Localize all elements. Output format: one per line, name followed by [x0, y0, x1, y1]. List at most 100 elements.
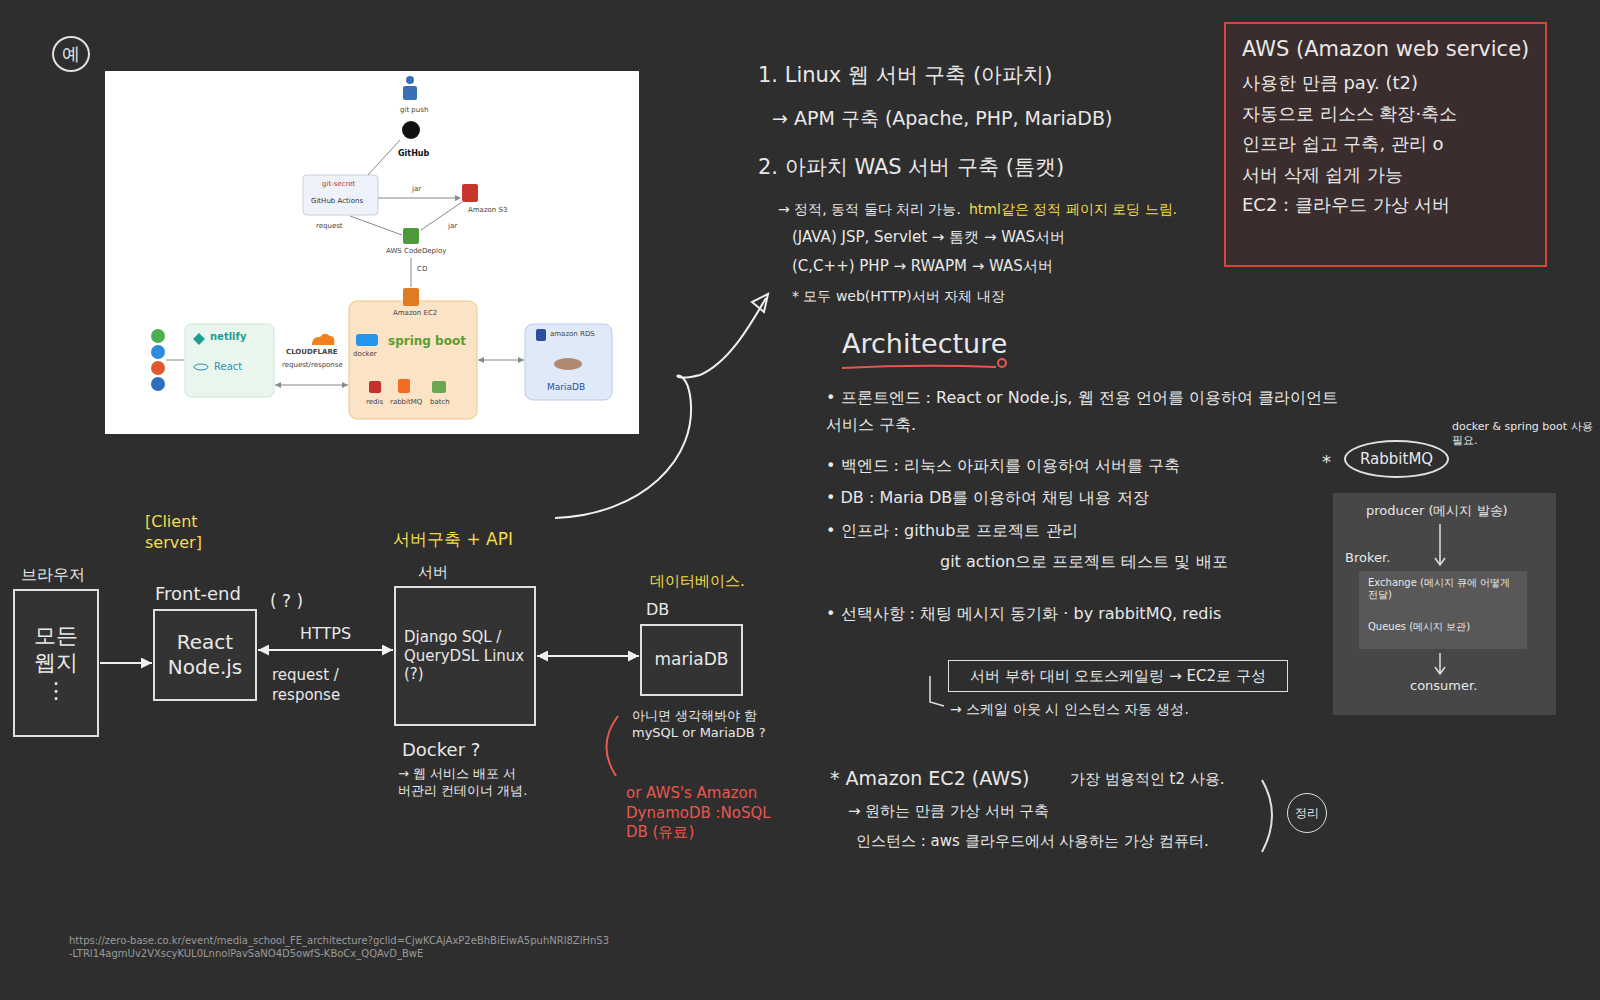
- node-text: producer (메시지 발송): [1366, 503, 1508, 519]
- note-circle: 정리: [1287, 793, 1327, 833]
- note-text: or AWS's Amazon DynamoDB :NoSQL DB (유료): [626, 784, 786, 843]
- node-text: jar: [448, 222, 457, 230]
- server-box: Amazon EC2dockerspring bootredisrabbitMQ…: [349, 301, 477, 419]
- note-text: • 백엔드 : 리눅스 아파치를 이용하여 서버를 구축: [826, 456, 1180, 477]
- node-text: GitHub: [398, 149, 429, 159]
- flow-line: [411, 258, 412, 287]
- bracket: [606, 716, 618, 776]
- note-circle: 예: [52, 36, 90, 72]
- down-arrow: [1439, 524, 1441, 564]
- note-text: → 원하는 만큼 가상 서버 구축: [848, 802, 1049, 822]
- note-text: request / response: [272, 666, 367, 705]
- node-text: AWS CodeDeploy: [386, 247, 446, 255]
- node-text: rabbitMQ: [390, 398, 422, 406]
- node-text: 서버 부하 대비 오토스케일링 → EC2로 구성: [970, 667, 1266, 686]
- node-text: MariaDB: [547, 382, 585, 393]
- note-text: 2. 아파치 WAS 서버 구축 (톰캣): [758, 154, 1064, 181]
- note-text: * 모두 web(HTTP)서버 자체 내장: [792, 287, 1005, 305]
- aws-note-box: AWS (Amazon web service) 사용한 만큼 pay. (t2)…: [1224, 22, 1547, 267]
- queue-panel: producer (메시지 발송)Broker.consumer.Exchang…: [1333, 493, 1556, 715]
- note-text: (JAVA) JSP, Servlet → 톰캣 → WAS서버: [792, 228, 1065, 248]
- netlify-icon: [193, 333, 205, 345]
- flow-line: [166, 360, 184, 361]
- db-box: DBmariaDB: [640, 624, 743, 696]
- database-box: amazon RDS MariaDB: [525, 324, 612, 400]
- node-text: git push: [400, 106, 428, 114]
- note-text: * Amazon EC2 (AWS): [830, 766, 1029, 791]
- node-text: Front-end: [155, 583, 241, 606]
- node-text: 서버 삭제 쉽게 가능: [1242, 164, 1403, 187]
- note-text: 아니면 생각해봐야 함 mySQL or MariaDB ?: [632, 708, 797, 742]
- batch-icon: [432, 381, 446, 393]
- note-text: docker & spring boot 사용 필요.: [1452, 420, 1594, 449]
- connector: [275, 385, 348, 386]
- hosting-box: netlifyReact: [185, 324, 274, 397]
- note-text: Architecture: [842, 326, 1007, 361]
- browser-icon: [151, 361, 165, 375]
- note-text: • 프론트엔드 : React or Node.js, 웹 전용 언어를 이용하…: [826, 384, 1346, 438]
- node-text: 브라우저: [21, 565, 85, 585]
- node-text: Broker.: [1345, 550, 1390, 566]
- note-text: → 정적, 동적 둘다 처리 가능.: [778, 200, 961, 218]
- codedeploy-icon: [403, 228, 419, 244]
- connector: [537, 655, 639, 657]
- down-arrow: [1439, 653, 1441, 673]
- hosting-box-fill: [185, 324, 274, 397]
- node-text: 사용한 만큼 pay. (t2): [1242, 72, 1418, 95]
- queue-panel-fill: [1333, 493, 1556, 715]
- flow-line: [378, 198, 458, 199]
- note-text: → APM 구축 (Apache, PHP, MariaDB): [772, 106, 1112, 131]
- node-text: amazon RDS: [550, 330, 595, 338]
- arrow-head: [1435, 558, 1445, 565]
- ci-box: git-secretGitHub Actions: [303, 175, 378, 215]
- ec2-icon: [403, 288, 419, 306]
- node-text: Queues (메시지 보관): [1368, 621, 1470, 633]
- note-text: html같은 정적 페이지 로딩 느림.: [969, 200, 1177, 218]
- node-text: request: [316, 222, 343, 230]
- underline: [998, 359, 1006, 367]
- server-box-fill: [349, 301, 477, 419]
- browser-icon: [151, 377, 165, 391]
- flow-line: [368, 140, 400, 175]
- node-text: AWS (Amazon web service): [1242, 36, 1529, 62]
- node-text: CD: [417, 265, 427, 273]
- flow-line: [350, 216, 402, 235]
- node-text: redis: [366, 398, 383, 406]
- user-icon: [406, 76, 414, 84]
- connector: [258, 649, 393, 651]
- note-text: git action으로 프로젝트 테스트 및 배포: [940, 552, 1228, 573]
- note-text: → 스케일 아웃 시 인스턴스 자동 생성.: [950, 700, 1189, 718]
- flow-line: [421, 202, 462, 230]
- node-text: batch: [430, 398, 450, 406]
- screenshot-panel: git pushGitHubjarAmazon S3requestjarAWS …: [105, 71, 639, 434]
- node-text: mariaDB: [655, 649, 729, 670]
- cloud-icon: [312, 334, 335, 345]
- node-text: git-secret: [322, 180, 355, 188]
- rabbitmq-icon: [398, 379, 410, 393]
- node-text: CLOUDFLARE: [286, 348, 338, 356]
- backend-box: 서버Django SQL / QueryDSL Linux (?): [394, 586, 536, 726]
- note-text: (C,C++) PHP → RWAPM → WAS서버: [792, 257, 1053, 277]
- note-text: • 인프라 : github로 프로젝트 관리: [826, 521, 1078, 542]
- node-text: netlify: [210, 331, 246, 343]
- github-icon: [402, 121, 420, 139]
- note-text: 서버구축 + API: [393, 528, 513, 550]
- redis-icon: [369, 381, 381, 393]
- note-text: • DB : Maria DB를 이용하여 채팅 내용 저장: [826, 488, 1149, 509]
- note-text: 가장 범용적인 t2 사용.: [1070, 770, 1225, 790]
- node-text: EC2 : 클라우드 가상 서버: [1242, 194, 1450, 217]
- node-text: Django SQL / QueryDSL Linux (?): [404, 628, 526, 684]
- bracket: [930, 676, 944, 706]
- node-text: RabbitMQ: [1360, 450, 1433, 469]
- connector: [478, 360, 524, 361]
- note-text: 데이터베이스.: [650, 572, 745, 592]
- node-text: 예: [62, 43, 80, 66]
- node-text: Amazon S3: [468, 206, 507, 214]
- note-text: 1. Linux 웹 서버 구축 (아파치): [758, 62, 1052, 89]
- node-text: React Node.js: [163, 630, 247, 680]
- docker-icon: [356, 334, 378, 346]
- rabbitmq-circle: RabbitMQ: [1344, 440, 1449, 478]
- frontend-box: Front-endReact Node.js: [153, 609, 257, 701]
- database-box-fill: [525, 324, 612, 400]
